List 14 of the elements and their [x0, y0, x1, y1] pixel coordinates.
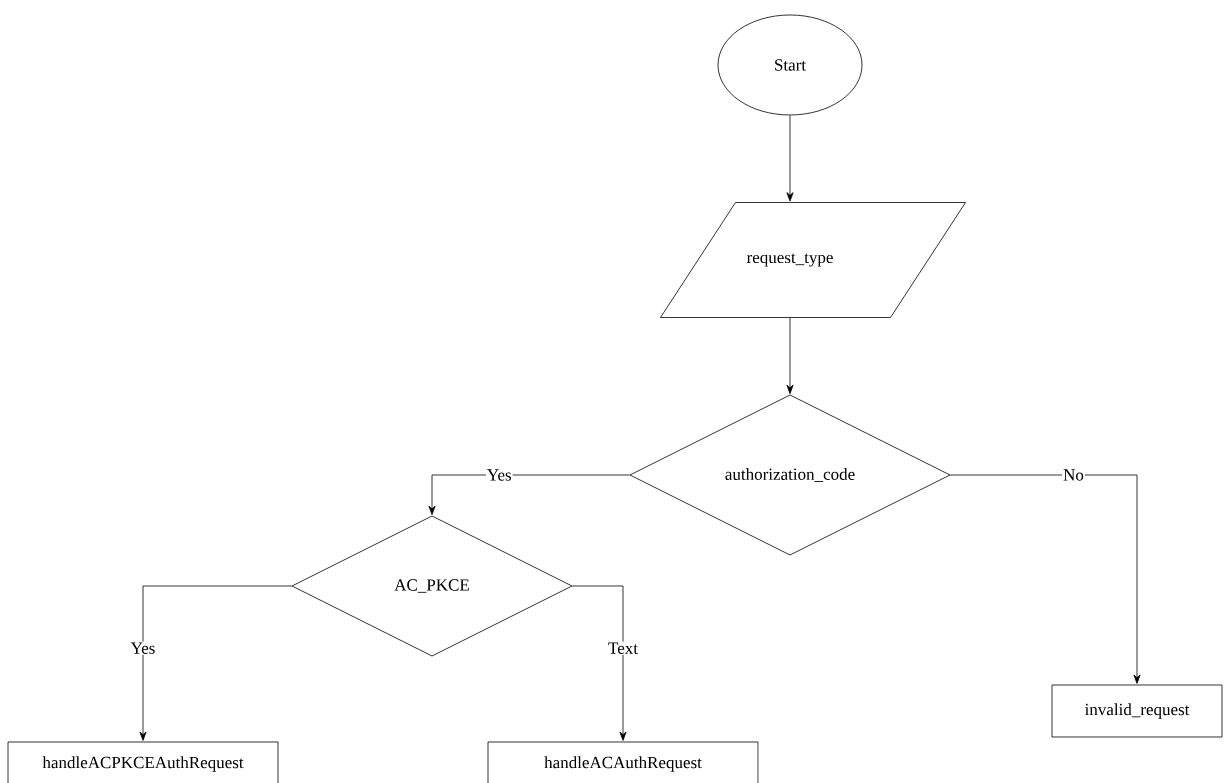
arrow [786, 317, 794, 395]
arrow [786, 115, 794, 202]
process-box: invalid_request [1051, 684, 1223, 738]
arrow [571, 585, 627, 741]
arrow [139, 585, 293, 741]
edge-label: Yes [485, 468, 513, 482]
arrow [949, 474, 1141, 684]
input-parallelogram: request_type [660, 202, 966, 318]
arrow [428, 474, 631, 515]
process-box: handleACAuthRequest [487, 741, 759, 783]
process-box: handleACPKCEAuthRequest [7, 741, 279, 783]
edge-label: Text [607, 641, 639, 655]
edge-label: No [1062, 468, 1085, 482]
edge-label: Yes [129, 641, 157, 655]
